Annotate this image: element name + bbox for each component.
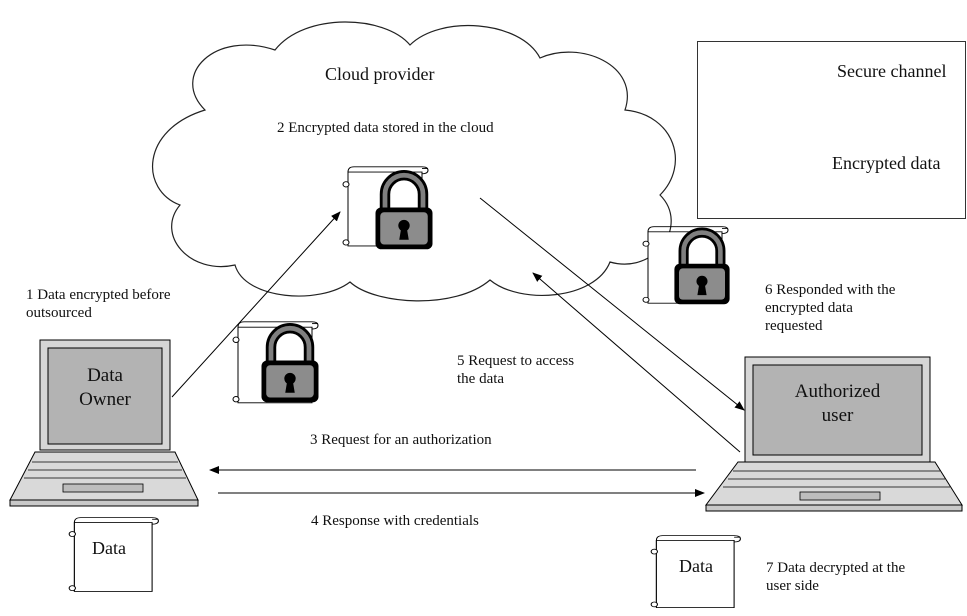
step2-label: 2 Encrypted data stored in the cloud [277, 120, 494, 136]
legend-box [697, 41, 966, 219]
arrow-cloud-to-user [479, 197, 745, 411]
arrow-user-to-cloud [532, 272, 741, 453]
step5-label: 5 Request to access the data [457, 353, 575, 387]
encrypted-data-response [642, 226, 730, 305]
data-owner-label: Data Owner [79, 365, 131, 410]
owner-data-label: Data [92, 538, 126, 558]
legend-encrypted-data-label: Encrypted data [832, 153, 941, 173]
legend-secure-channel-label: Secure channel [837, 61, 947, 81]
cloud-title: Cloud provider [325, 64, 435, 84]
step6-label: 6 Responded with the encrypted data requ… [765, 282, 896, 334]
encrypted-data-cloud [342, 166, 433, 250]
user-data-label: Data [679, 556, 713, 576]
encrypted-data-outgoing [232, 321, 319, 403]
step3-label: 3 Request for an authorization [310, 432, 492, 448]
authorized-user-laptop [705, 356, 963, 512]
step4-label: 4 Response with credentials [311, 513, 479, 529]
step7-label: 7 Data decrypted at the user side [766, 560, 906, 594]
step1-label: 1 Data encrypted before outsourced [26, 287, 171, 321]
data-owner-laptop [9, 339, 199, 507]
arrow-owner-to-cloud [171, 211, 341, 398]
authorized-user-label: Authorized user [794, 381, 881, 426]
